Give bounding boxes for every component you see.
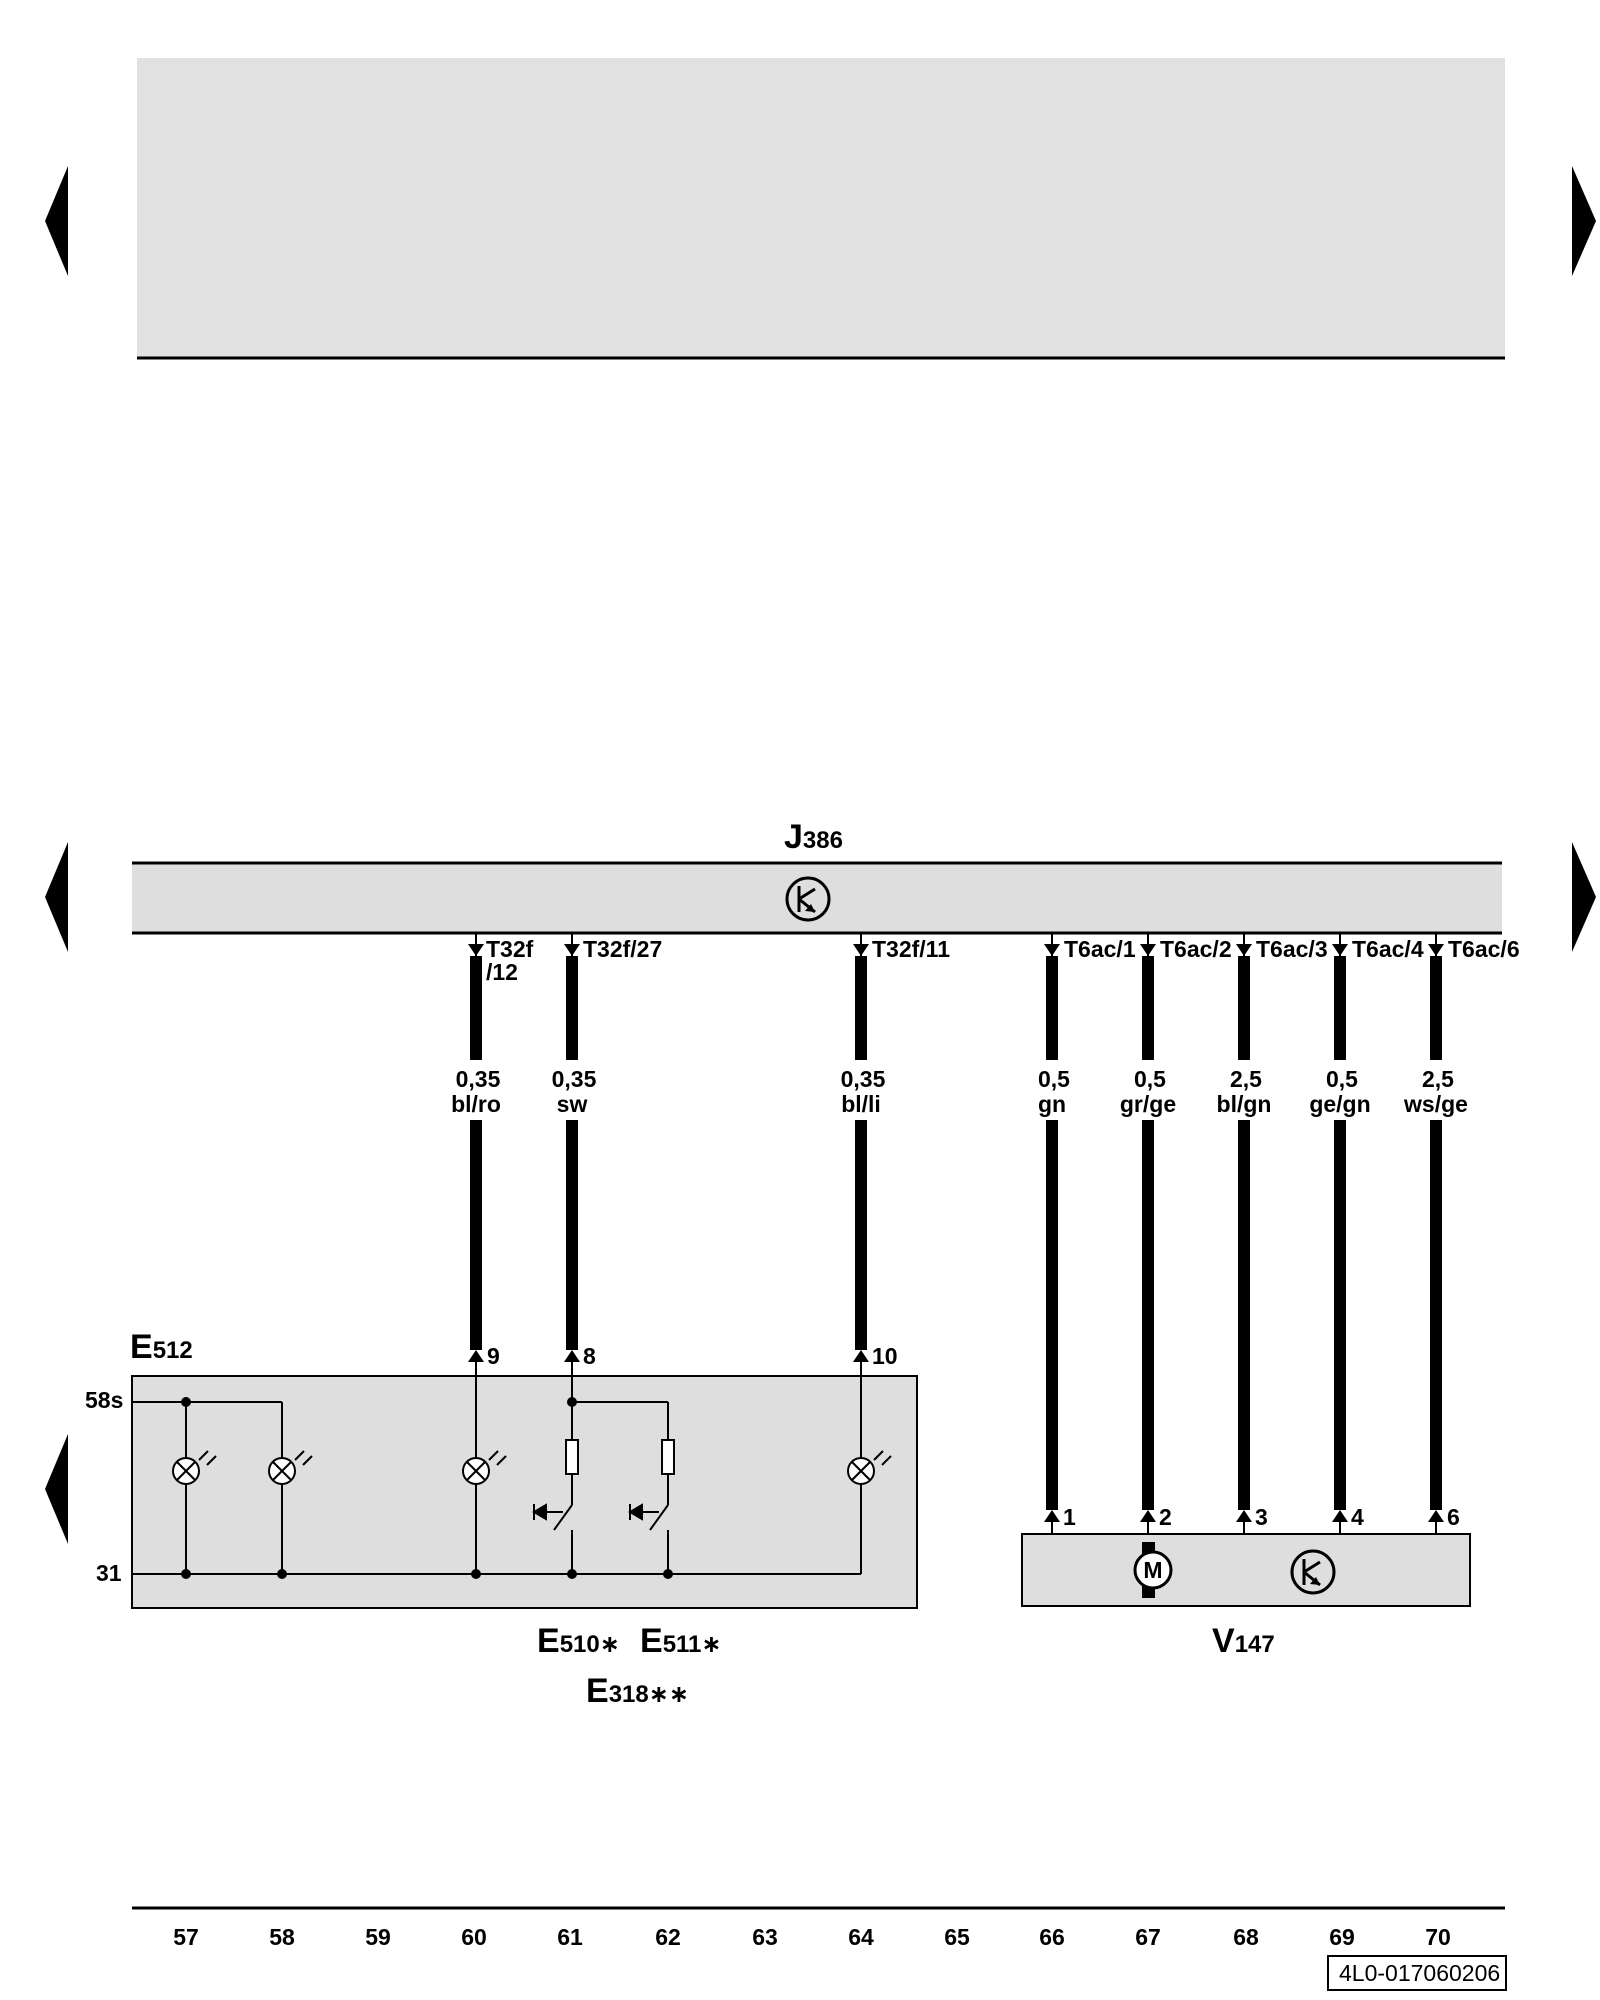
j386-box	[132, 863, 1502, 933]
lamp-icon	[268, 1450, 313, 1485]
e318-label: E318∗∗	[586, 1672, 689, 1710]
column-number: 65	[944, 1924, 970, 1950]
pin-num-9: 9	[487, 1343, 500, 1369]
column-number: 60	[461, 1924, 487, 1950]
lamp-icon	[462, 1450, 507, 1485]
e511-label: E511∗	[640, 1622, 722, 1660]
pin-num-1: 1	[1063, 1504, 1076, 1530]
pin-label-w70: T6ac/6	[1448, 936, 1520, 962]
wire-color-w61: sw	[557, 1091, 588, 1117]
v147-pin-arrows	[1044, 1510, 1444, 1522]
wire-size-w68: 2,5	[1230, 1066, 1262, 1092]
pin-num-6: 6	[1447, 1504, 1460, 1530]
page-prev-arrow-low[interactable]	[45, 1434, 68, 1544]
wire-size-w66: 0,5	[1038, 1066, 1070, 1092]
column-number: 58	[269, 1924, 295, 1950]
wire-size-w69: 0,5	[1326, 1066, 1358, 1092]
column-number: 70	[1425, 1924, 1451, 1950]
column-number: 66	[1039, 1924, 1065, 1950]
electronics-icon	[785, 876, 831, 922]
pin-label-w60: T32f	[486, 936, 534, 962]
page-prev-arrow-mid[interactable]	[45, 842, 68, 952]
pin-label-w61: T32f/27	[583, 936, 662, 962]
pin-label-w67: T6ac/2	[1160, 936, 1232, 962]
push-switch-icon	[532, 1503, 573, 1531]
junction-dots	[181, 1397, 673, 1579]
page-prev-arrow-top[interactable]	[45, 166, 68, 276]
e512-label: E512	[130, 1328, 193, 1366]
pin-num-2: 2	[1159, 1504, 1172, 1530]
pin-num-3: 3	[1255, 1504, 1268, 1530]
column-number: 62	[655, 1924, 681, 1950]
column-number: 67	[1135, 1924, 1161, 1950]
lamp-icon	[172, 1450, 217, 1485]
terminal-31: 31	[96, 1560, 122, 1586]
wire-color-w66: gn	[1038, 1091, 1066, 1117]
pin-label-w69: T6ac/4	[1352, 936, 1424, 962]
wire-size-w67: 0,5	[1134, 1066, 1166, 1092]
resistor-icon	[565, 1439, 579, 1475]
pin-num-4: 4	[1351, 1504, 1364, 1530]
electronics-icon	[1290, 1549, 1336, 1595]
v147-label: V147	[1212, 1622, 1275, 1660]
wire-size-w64: 0,35	[841, 1066, 886, 1092]
wire-color-w70: ws/ge	[1403, 1091, 1468, 1117]
diagram-code-box	[1327, 1955, 1507, 1991]
lamp-icon	[847, 1450, 892, 1485]
wire-color-w60: bl/ro	[451, 1091, 501, 1117]
pin-num-10: 10	[872, 1343, 898, 1369]
column-number: 64	[848, 1924, 874, 1950]
column-number: 61	[557, 1924, 583, 1950]
column-number: 68	[1233, 1924, 1259, 1950]
wire-size-w61: 0,35	[552, 1066, 597, 1092]
wire-color-w67: gr/ge	[1120, 1091, 1176, 1117]
wire-group	[470, 956, 1442, 1510]
top-banner	[137, 58, 1505, 358]
v147-box	[1021, 1533, 1471, 1607]
page-next-arrow-top[interactable]	[1572, 166, 1596, 276]
resistor-icon	[661, 1439, 675, 1475]
e512-box	[131, 1375, 918, 1609]
column-number: 63	[752, 1924, 778, 1950]
j386-label: J386	[784, 818, 843, 856]
motor-icon: M	[1133, 1542, 1173, 1598]
pin-label-w64: T32f/11	[872, 936, 950, 962]
pin-num-8: 8	[583, 1343, 596, 1369]
pin-label-w66: T6ac/1	[1064, 936, 1136, 962]
page-next-arrow-mid[interactable]	[1572, 842, 1596, 952]
column-number: 69	[1329, 1924, 1355, 1950]
diagram-code: 4L0-017060206	[1339, 1960, 1500, 1986]
svg-text:M: M	[1143, 1557, 1162, 1583]
wire-color-w69: ge/gn	[1309, 1091, 1370, 1117]
column-number: 57	[173, 1924, 199, 1950]
pin-label-w68: T6ac/3	[1256, 936, 1328, 962]
e510-label: E510∗	[537, 1622, 620, 1660]
wire-size-w60: 0,35	[456, 1066, 501, 1092]
push-switch-icon	[628, 1503, 669, 1531]
column-number: 59	[365, 1924, 391, 1950]
pin-label-w60-b: /12	[486, 959, 518, 985]
wire-color-w64: bl/li	[841, 1091, 881, 1117]
wire-color-w68: bl/gn	[1217, 1091, 1272, 1117]
wire-size-w70: 2,5	[1422, 1066, 1454, 1092]
e512-pin-arrows	[468, 1350, 869, 1362]
column-numbers: 57 58 59 60 61 62 63 64 65 66 67 68 69 7…	[173, 1924, 1451, 1950]
terminal-58s: 58s	[85, 1387, 123, 1413]
